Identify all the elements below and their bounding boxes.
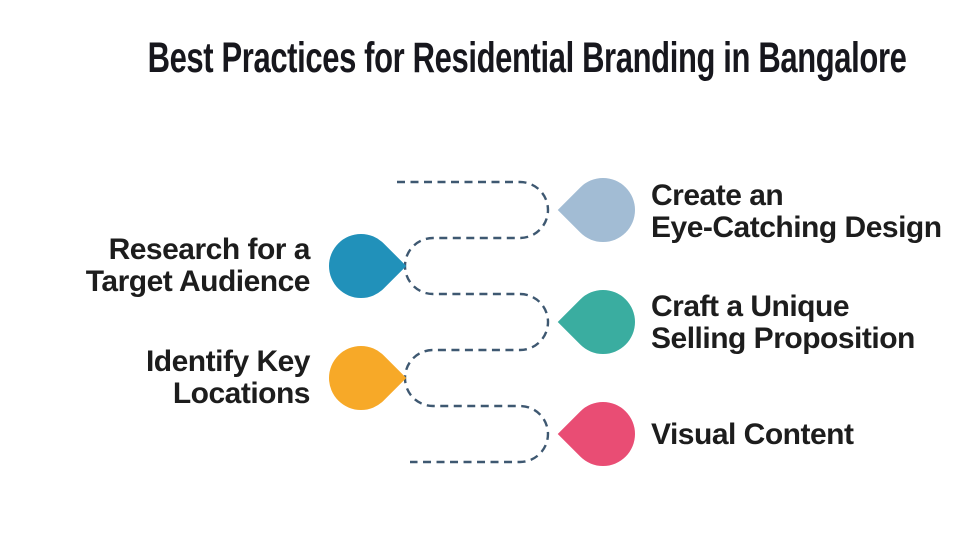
label-identify-key-locations: Identify Key Locations xyxy=(145,345,311,410)
serpentine-dashed-line xyxy=(397,180,550,464)
teardrop-marker-create-design xyxy=(557,164,649,256)
label-create-eye-catching-design: Create an Eye-Catching Design xyxy=(651,180,942,244)
label-line: Visual Content xyxy=(651,418,854,451)
teardrop-marker-identify xyxy=(315,332,407,424)
label-craft-a-unique-selling-proposition: Craft a Unique Selling Proposition xyxy=(651,291,915,355)
page-title: Best Practices for Residential Branding … xyxy=(0,32,960,94)
label-visual-content: Visual Content xyxy=(651,418,854,451)
label-line: Research for a xyxy=(108,233,311,266)
teardrop-marker-research xyxy=(315,220,407,312)
label-line: Locations xyxy=(172,377,311,410)
label-line: Craft a Unique xyxy=(651,290,850,323)
label-research-for-a-target-audience: Research for a Target Audience xyxy=(85,233,311,298)
teardrop-marker-craft-usp xyxy=(557,276,649,368)
label-line: Eye-Catching Design xyxy=(651,211,942,244)
label-line: Create an xyxy=(651,179,784,212)
label-line: Identify Key xyxy=(145,345,311,378)
label-line: Selling Proposition xyxy=(651,322,915,355)
label-line: Target Audience xyxy=(85,265,311,298)
teardrop-marker-visual-content xyxy=(557,388,649,480)
page-title-text: Best Practices for Residential Branding … xyxy=(147,34,907,82)
